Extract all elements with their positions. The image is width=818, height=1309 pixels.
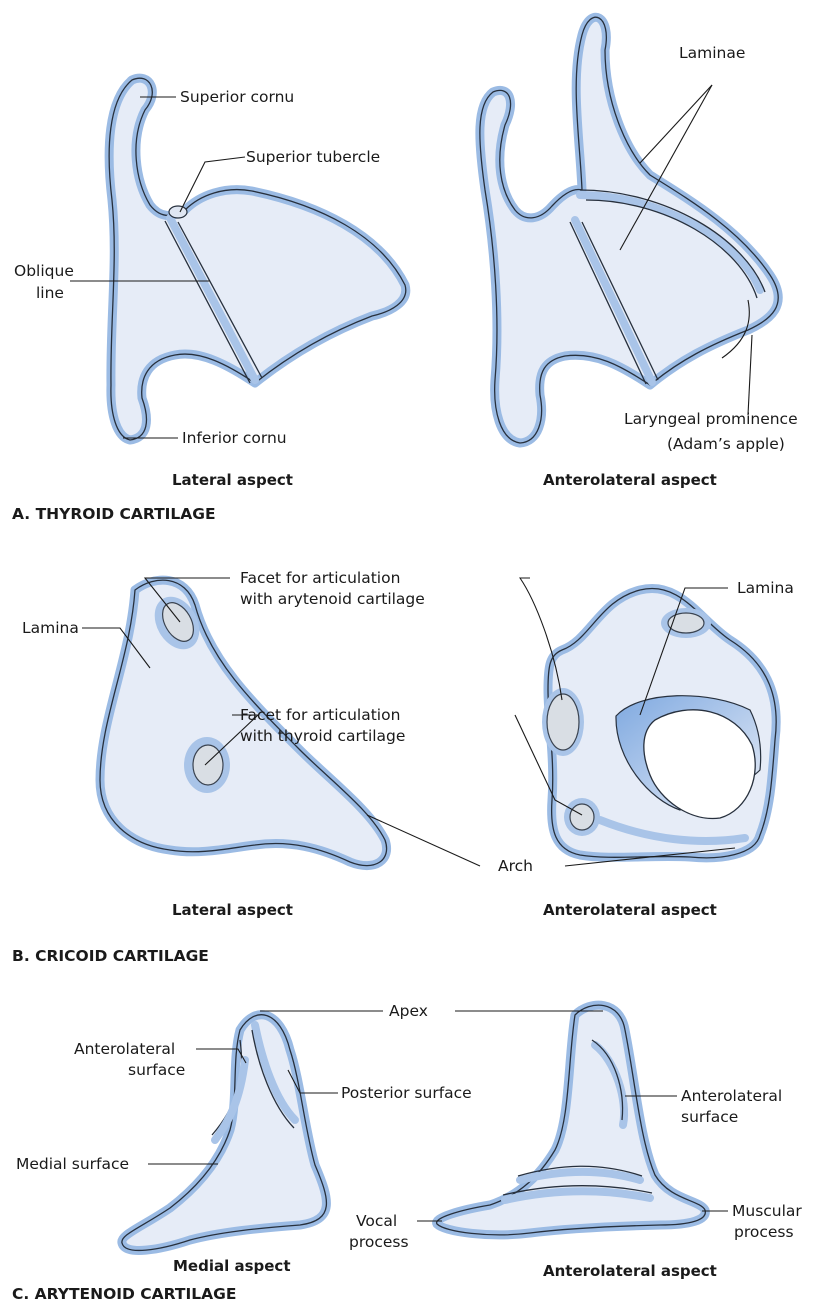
muscular-process-label-2: process <box>734 1223 794 1241</box>
cricoid-lateral-lamina-label: Lamina <box>22 619 79 637</box>
thyroid-lateral-caption: Lateral aspect <box>172 471 293 489</box>
arytenoid-anterolateral-drawing <box>437 1005 706 1235</box>
thyroid-section-title: A. THYROID CARTILAGE <box>12 505 216 523</box>
anterolateral-surface-label-2: surface <box>681 1108 738 1126</box>
thyroid-lateral-drawing <box>109 78 406 440</box>
superior-tubercle-label: Superior tubercle <box>246 148 380 166</box>
thyroid-anterolateral-drawing <box>480 17 778 443</box>
arytenoid-facet-anterolateral <box>668 613 704 633</box>
muscular-process-label-1: Muscular <box>732 1202 802 1220</box>
laryngeal-prominence-label-1: Laryngeal prominence <box>624 410 798 428</box>
facet-arytenoid-label-1: Facet for articulation <box>240 569 400 587</box>
laryngeal-prominence-label-2: (Adam’s apple) <box>667 435 785 453</box>
arytenoid-section-title: C. ARYTENOID CARTILAGE <box>12 1285 236 1303</box>
superior-tubercle-shape <box>169 206 187 218</box>
cricoid-anterolateral-drawing <box>542 588 776 857</box>
vocal-process-label-2: process <box>349 1233 409 1251</box>
medial-surface-label: Medial surface <box>16 1155 129 1173</box>
cricoid-anterolateral-caption: Anterolateral aspect <box>543 901 717 919</box>
arytenoid-anterolateral-caption: Anterolateral aspect <box>543 1262 717 1280</box>
inferior-cornu-label: Inferior cornu <box>182 429 287 447</box>
facet-thyroid-label-2: with thyroid cartilage <box>240 727 405 745</box>
thyroid-facet-anterolateral-lower <box>570 804 594 830</box>
facet-arytenoid-label-2: with arytenoid cartilage <box>240 590 425 608</box>
apex-label: Apex <box>389 1002 428 1020</box>
laminae-label: Laminae <box>679 44 745 62</box>
superior-cornu-label: Superior cornu <box>180 88 294 106</box>
cricoid-section-title: B. CRICOID CARTILAGE <box>12 947 209 965</box>
arytenoid-medial-caption: Medial aspect <box>173 1257 291 1275</box>
cricoid-lateral-caption: Lateral aspect <box>172 901 293 919</box>
thyroid-facet-lateral <box>193 745 223 785</box>
arch-label: Arch <box>498 857 533 875</box>
medial-anterolateral-surface-label-1: Anterolateral <box>74 1040 175 1058</box>
medial-anterolateral-surface-label-2: surface <box>128 1061 185 1079</box>
oblique-line-label-1: Oblique <box>14 262 74 280</box>
facet-thyroid-label-1: Facet for articulation <box>240 706 400 724</box>
anterolateral-surface-label-1: Anterolateral <box>681 1087 782 1105</box>
oblique-line-label-2: line <box>36 284 64 302</box>
arytenoid-labels: Apex Anterolateral surface Posterior sur… <box>12 1002 802 1303</box>
posterior-surface-label: Posterior surface <box>341 1084 472 1102</box>
thyroid-anterolateral-caption: Anterolateral aspect <box>543 471 717 489</box>
vocal-process-label-1: Vocal <box>356 1212 397 1230</box>
thyroid-facet-anterolateral-upper <box>547 694 579 750</box>
cricoid-anterolateral-lamina-label: Lamina <box>737 579 794 597</box>
